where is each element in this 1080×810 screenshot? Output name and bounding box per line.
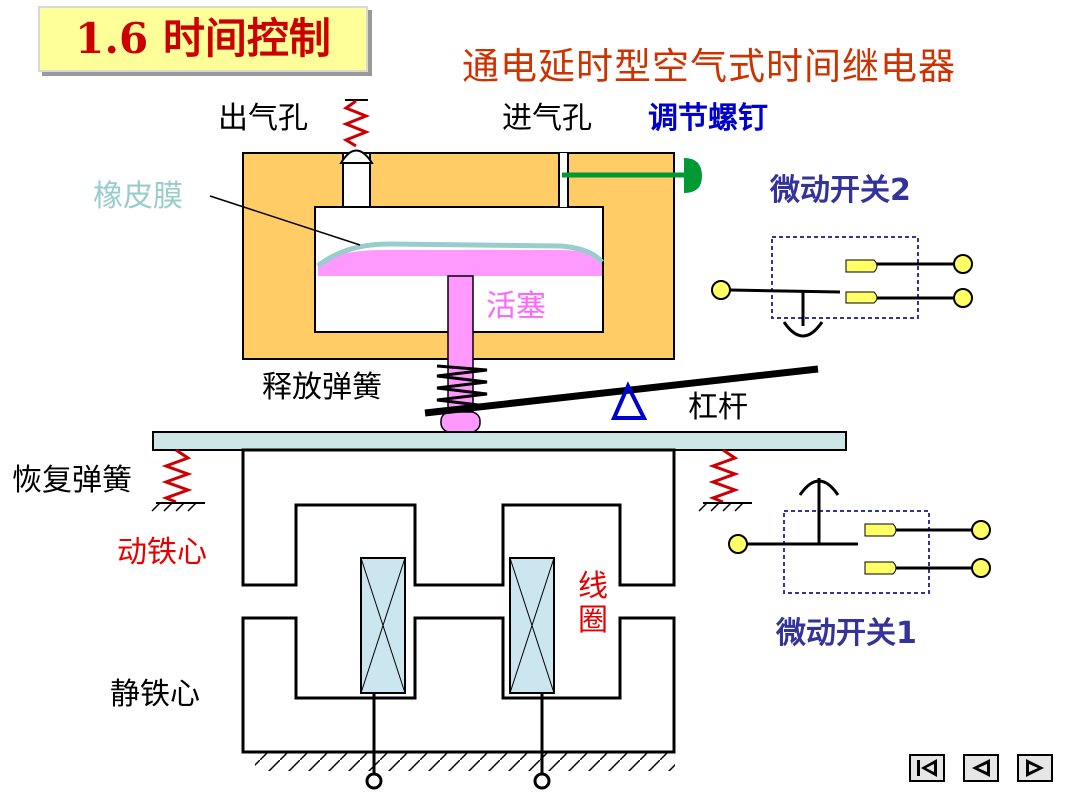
armature-bar bbox=[152, 431, 847, 451]
next-slide-icon bbox=[1026, 759, 1044, 777]
piston-assembly bbox=[316, 241, 604, 433]
membrane-pointer bbox=[209, 195, 361, 246]
section-title: 1.6 时间控制 bbox=[38, 6, 368, 72]
static-iron-core bbox=[241, 616, 676, 754]
release-spring-label: 释放弹簧 bbox=[262, 370, 382, 405]
micro-switch-2 bbox=[711, 236, 973, 338]
piston-label: 活塞 bbox=[486, 289, 546, 324]
outlet-hole-label: 出气孔 bbox=[218, 101, 308, 136]
outlet-valve-spring bbox=[341, 99, 371, 148]
reset-spring-label: 恢复弹簧 bbox=[12, 463, 132, 498]
adjustment-screw bbox=[562, 158, 702, 193]
lever bbox=[424, 365, 819, 420]
micro-switch-1 bbox=[728, 478, 991, 594]
moving-iron-core bbox=[241, 448, 676, 587]
previous-slide-icon bbox=[972, 759, 990, 777]
first-slide-icon bbox=[917, 759, 937, 777]
previous-slide-button[interactable] bbox=[963, 754, 999, 782]
reset-spring-right bbox=[698, 448, 752, 512]
micro-switch-1-label: 微动开关1 bbox=[776, 616, 917, 651]
micro-switch-2-label: 微动开关2 bbox=[770, 173, 911, 208]
coil-right bbox=[509, 557, 555, 694]
static-core-label: 静铁心 bbox=[110, 677, 200, 712]
adjust-screw-label: 调节螺钉 bbox=[648, 101, 768, 136]
coil-left bbox=[360, 557, 406, 694]
reset-spring-left bbox=[151, 448, 205, 512]
diagram-title: 通电延时型空气式时间继电器 bbox=[462, 45, 956, 88]
moving-core-label: 动铁心 bbox=[117, 535, 207, 570]
inlet-hole-label: 进气孔 bbox=[502, 101, 592, 136]
ground-hatch bbox=[255, 753, 675, 771]
coil-label: 线圈 bbox=[578, 569, 608, 638]
release-spring bbox=[436, 364, 488, 408]
lever-label: 杠杆 bbox=[688, 390, 748, 425]
first-slide-button[interactable] bbox=[909, 754, 945, 782]
coil-terminals bbox=[365, 693, 551, 790]
rubber-membrane-label: 橡皮膜 bbox=[93, 179, 183, 214]
next-slide-button[interactable] bbox=[1017, 754, 1053, 782]
